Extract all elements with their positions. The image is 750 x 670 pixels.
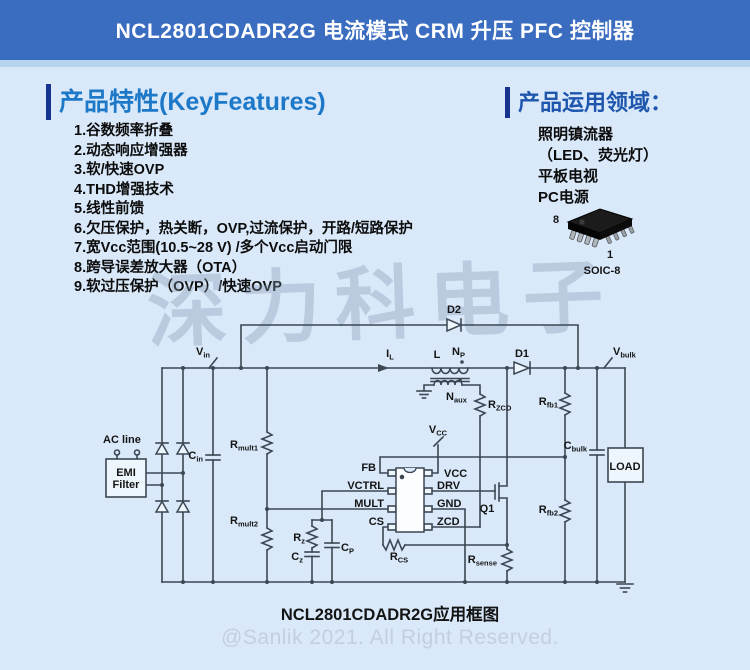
- feature-item: 2.动态响应增强器: [74, 142, 188, 159]
- schematic-caption: NCL2801CDADR2G应用框图: [280, 606, 500, 624]
- pin8-number: 8: [553, 214, 559, 226]
- label-cbulk: Cbulk: [564, 440, 588, 454]
- bridge-rectifier: [154, 441, 191, 513]
- pin-label-gnd: GND: [437, 498, 462, 510]
- label-rcs: RCS: [390, 551, 408, 565]
- label-rz: Rz: [293, 532, 305, 546]
- pin-label-zcd: ZCD: [437, 516, 460, 528]
- label-emi: EMI: [116, 467, 136, 479]
- package-name: SOIC-8: [584, 265, 621, 277]
- label-rmult1: Rmult1: [230, 439, 258, 453]
- label-naux: Naux: [446, 391, 468, 405]
- pfc-controller-ic: [387, 467, 433, 533]
- label-d1: D1: [515, 348, 529, 360]
- pin1-dot: [399, 474, 405, 480]
- diode-d1: [513, 360, 532, 376]
- label-vin: Vin: [196, 346, 210, 360]
- features-heading-text: 产品特性(KeyFeatures): [59, 88, 326, 116]
- application-item: （LED、荧光灯）: [538, 147, 659, 164]
- feature-item: 4.THD增强技术: [74, 181, 174, 198]
- label-rmult2: Rmult2: [230, 515, 258, 529]
- page-title: NCL2801CDADR2G 电流模式 CRM 升压 PFC 控制器: [115, 20, 635, 43]
- label-rsense: Rsense: [468, 554, 497, 568]
- label-vbulk: Vbulk: [613, 346, 637, 360]
- label-vcc-probe: VCC: [429, 424, 448, 438]
- pin-label-cs: CS: [369, 516, 384, 528]
- application-item: 照明镇流器: [538, 126, 614, 143]
- schematic-wires: [116, 324, 634, 593]
- feature-list: 1.谷数频率折叠 2.动态响应增强器 3.软/快速OVP 4.THD增强技术 5…: [74, 122, 413, 298]
- load-box: [607, 447, 644, 483]
- feature-item: 3.软/快速OVP: [74, 162, 165, 178]
- pin-label-vcc: VCC: [444, 468, 467, 480]
- feature-item: 5.线性前馈: [74, 201, 145, 217]
- emi-filter-box: [105, 458, 147, 498]
- label-d2: D2: [447, 304, 461, 316]
- label-np: NP: [452, 346, 465, 360]
- label-cz: Cz: [291, 551, 303, 565]
- chip-body-drawing: [566, 208, 635, 248]
- feature-item: 8.跨导误差放大器（OTA）: [74, 259, 247, 276]
- applications-heading-text: 产品运用领域：: [518, 90, 673, 115]
- pin-label-fb: FB: [361, 462, 376, 474]
- label-il: IL: [386, 348, 394, 362]
- label-emi-filter: Filter: [113, 479, 141, 491]
- feature-item: 7.宽Vcc范围(10.5~28 V) /多个Vcc启动门限: [74, 240, 353, 256]
- label-rfb2: Rfb2: [539, 504, 558, 518]
- features-heading: 产品特性(KeyFeatures): [46, 84, 326, 120]
- feature-item: 6.欠压保护，热关断，OVP,过流保护，开路/短路保护: [74, 220, 413, 237]
- application-item: PC电源: [538, 189, 589, 206]
- application-circuit-schematic: AC line EMI Filter Cin Vin Rmult1 Rmult2…: [103, 304, 644, 593]
- applications-list: 照明镇流器 （LED、荧光灯） 平板电视 PC电源: [538, 124, 658, 208]
- label-l: L: [434, 349, 441, 361]
- feature-item: 9.软过压保护（OVP）/快速OVP: [74, 279, 282, 295]
- junction-dots: [160, 360, 599, 584]
- pin-label-mult: MULT: [354, 498, 384, 510]
- label-ac-line: AC line: [103, 434, 141, 446]
- diode-d2: [446, 317, 463, 333]
- ac-terminal: [113, 449, 121, 456]
- label-cp: CP: [341, 542, 354, 556]
- label-rfb1: Rfb1: [539, 396, 558, 410]
- inductor-current-arrow: [378, 364, 389, 372]
- applications-heading: 产品运用领域：: [505, 87, 672, 118]
- label-rzcd: RZCD: [488, 399, 512, 413]
- pin1-number: 1: [607, 249, 613, 261]
- ac-terminal: [133, 449, 141, 456]
- heading-accent-bar: [505, 87, 510, 118]
- pin-label-vctrl: VCTRL: [347, 480, 384, 492]
- copyright-text: @Sanlik 2021. All Right Reserved.: [221, 626, 559, 649]
- application-item: 平板电视: [538, 168, 599, 185]
- feature-item: 1.谷数频率折叠: [74, 123, 174, 139]
- label-load: LOAD: [609, 461, 640, 473]
- heading-accent-bar: [46, 84, 51, 120]
- pin-label-drv: DRV: [437, 480, 461, 492]
- soic8-package-figure: 8 1 SOIC-8: [553, 208, 635, 277]
- label-cin: Cin: [188, 450, 203, 464]
- label-q1: Q1: [480, 503, 495, 515]
- header-bar: NCL2801CDADR2G 电流模式 CRM 升压 PFC 控制器: [0, 0, 750, 67]
